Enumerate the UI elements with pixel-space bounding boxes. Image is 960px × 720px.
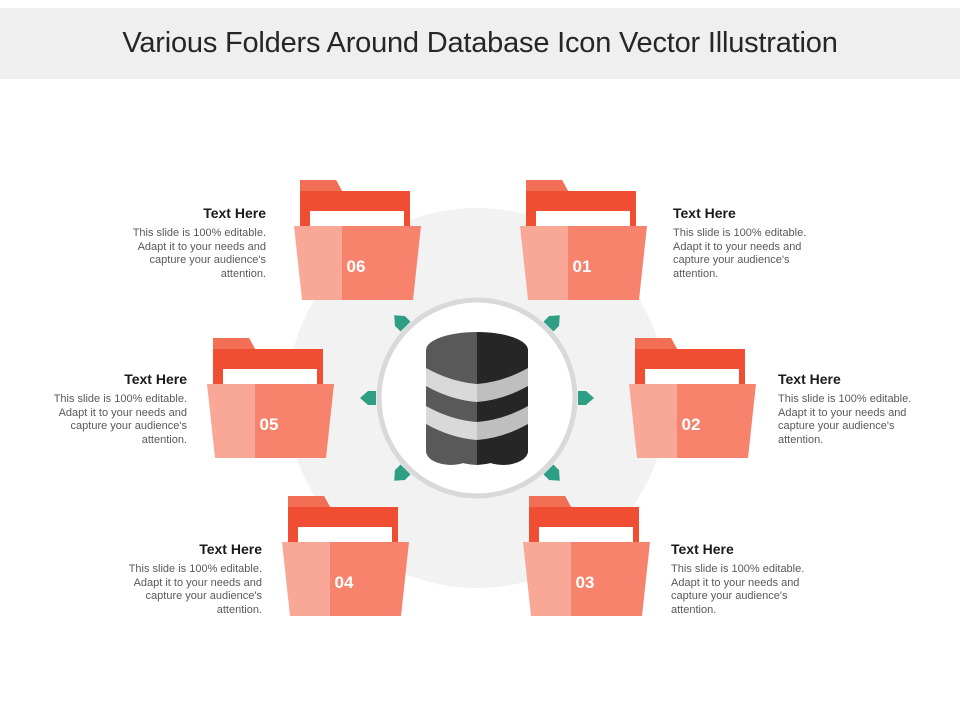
- text-body-05: This slide is 100% editable. Adapt it to…: [53, 393, 187, 446]
- arrow-4: [394, 464, 411, 481]
- text-body-03: This slide is 100% editable. Adapt it to…: [671, 563, 805, 616]
- arrow-2: [578, 391, 594, 405]
- text-heading-03: Text Here: [671, 541, 734, 557]
- arrows-group: [360, 315, 594, 481]
- page-title: Various Folders Around Database Icon Vec…: [122, 27, 838, 59]
- folders-group: 01 02 03 04 05 06: [207, 180, 756, 616]
- text-body-06: This slide is 100% editable. Adapt it to…: [132, 227, 266, 280]
- arrow-5: [360, 391, 376, 405]
- text-body-04: This slide is 100% editable. Adapt it to…: [128, 563, 262, 616]
- folder-number-05: 05: [260, 415, 279, 434]
- text-heading-05: Text Here: [124, 371, 187, 387]
- folder-number-01: 01: [573, 257, 592, 276]
- text-block-03: Text Here This slide is 100% editable. A…: [671, 541, 821, 617]
- text-block-05: Text Here This slide is 100% editable. A…: [37, 371, 187, 447]
- folder-06: 06: [294, 180, 421, 300]
- text-heading-06: Text Here: [203, 205, 266, 221]
- folder-05: 05: [207, 338, 334, 458]
- folder-01: 01: [520, 180, 647, 300]
- text-body-02: This slide is 100% editable. Adapt it to…: [778, 393, 912, 446]
- folder-04: 04: [282, 496, 409, 616]
- arrow-3: [543, 464, 560, 481]
- database-icon: [426, 332, 528, 465]
- folder-number-06: 06: [347, 257, 366, 276]
- folder-02: 02: [629, 338, 756, 458]
- folder-number-04: 04: [335, 573, 354, 592]
- text-block-02: Text Here This slide is 100% editable. A…: [778, 371, 913, 447]
- text-block-06: Text Here This slide is 100% editable. A…: [116, 205, 266, 281]
- text-block-04: Text Here This slide is 100% editable. A…: [112, 541, 262, 617]
- title-bar: Various Folders Around Database Icon Vec…: [0, 8, 960, 79]
- text-heading-04: Text Here: [199, 541, 262, 557]
- arrow-6: [394, 315, 411, 332]
- text-heading-02: Text Here: [778, 371, 841, 387]
- folder-number-03: 03: [576, 573, 595, 592]
- arrow-1: [543, 315, 560, 332]
- folder-03: 03: [523, 496, 650, 616]
- text-block-01: Text Here This slide is 100% editable. A…: [673, 205, 823, 281]
- text-body-01: This slide is 100% editable. Adapt it to…: [673, 227, 807, 280]
- text-heading-01: Text Here: [673, 205, 736, 221]
- folder-number-02: 02: [682, 415, 701, 434]
